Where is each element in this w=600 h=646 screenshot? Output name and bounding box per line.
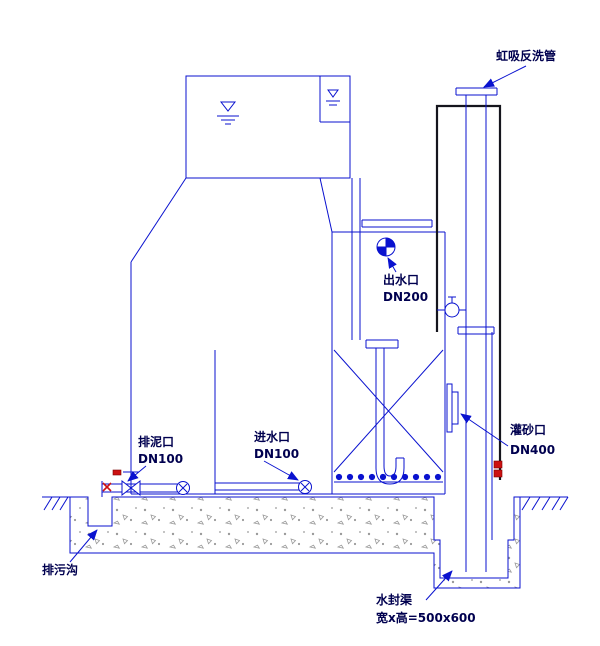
- siphon-top-flange: [455, 87, 498, 96]
- leader-outlet: [387, 257, 397, 273]
- leader-ditch: [69, 529, 98, 563]
- water-level-symbol-small: [326, 89, 340, 106]
- concrete-foundation: [69, 496, 521, 589]
- pipe-flange: [365, 339, 399, 349]
- leader-sand: [460, 413, 509, 447]
- leader-siphon: [483, 65, 527, 88]
- label-sewage-ditch: 排污沟: [42, 562, 78, 577]
- upper-tank: [185, 75, 351, 179]
- annotation-labels: 虹吸反洗管 出水口 DN200 排泥口 DN100 进水口 DN100 灌砂口 …: [42, 48, 556, 625]
- sludge-valve-circle: [176, 481, 190, 495]
- label-siphon-backwash: 虹吸反洗管: [496, 48, 556, 63]
- label-outlet-name: 出水口: [383, 272, 419, 287]
- label-sludge-name: 排泥口: [138, 434, 174, 449]
- u-bend-distributor: [375, 348, 405, 485]
- inlet-pipe: [215, 480, 312, 494]
- sludge-valve-red-markers: [102, 469, 122, 492]
- label-seal-name: 水封渠: [376, 592, 412, 607]
- label-outlet-dn: DN200: [383, 290, 428, 304]
- label-seal-dim: 宽x高=500x600: [375, 610, 476, 625]
- sludge-pipe: [101, 469, 190, 497]
- leader-seal: [425, 570, 453, 601]
- siphon-casing: [435, 104, 502, 480]
- filter-column: [331, 219, 459, 494]
- central-downpipe: [351, 178, 405, 485]
- media-dots: [334, 473, 443, 483]
- sand-port-flange: [446, 383, 459, 433]
- foundation: [42, 496, 569, 589]
- siphon-valve-symbol: [437, 296, 466, 318]
- ground-hatch-right: [520, 496, 569, 511]
- cross-bracing: [333, 349, 444, 473]
- siphon-pipe: [435, 87, 503, 572]
- sand-port-red-markers: [493, 460, 503, 478]
- leaders: [69, 65, 527, 601]
- ground-hatch-left: [42, 496, 70, 511]
- column-top-flange: [361, 219, 433, 228]
- water-level-symbol: [217, 101, 239, 125]
- label-sand-name: 灌砂口: [509, 422, 546, 437]
- leader-inlet: [263, 460, 299, 481]
- label-sludge-dn: DN100: [138, 452, 183, 466]
- label-inlet-name: 进水口: [254, 429, 290, 444]
- label-sand-dn: DN400: [510, 443, 555, 457]
- inlet-valve-circle: [298, 480, 312, 494]
- leader-sludge: [127, 465, 147, 482]
- outlet-valve-symbol: [376, 237, 396, 257]
- siphon-mid-flange: [457, 326, 495, 335]
- label-inlet-dn: DN100: [254, 447, 299, 461]
